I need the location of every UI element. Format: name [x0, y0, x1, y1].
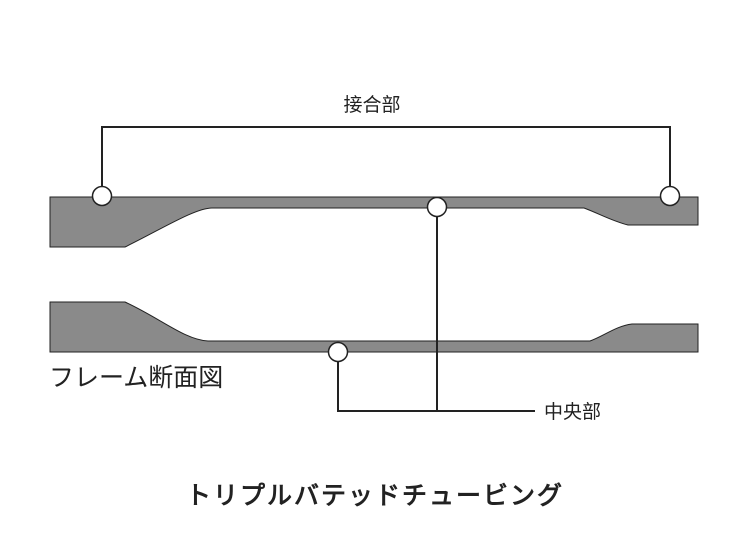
diagram-title: トリプルバテッドチュービング	[185, 481, 564, 510]
center-label: 中央部	[544, 401, 601, 423]
center-marker-lower	[327, 341, 349, 363]
lower-tube-wall	[49, 301, 699, 353]
cross-section-label: フレーム断面図	[49, 363, 223, 392]
center-leader-line	[337, 207, 438, 412]
joint-marker-left	[91, 185, 113, 207]
joint-bracket-line	[101, 126, 671, 195]
upper-tube-wall	[49, 196, 699, 248]
center-marker-upper	[426, 196, 448, 218]
joint-marker-right	[659, 185, 681, 207]
joint-label: 接合部	[343, 94, 400, 116]
